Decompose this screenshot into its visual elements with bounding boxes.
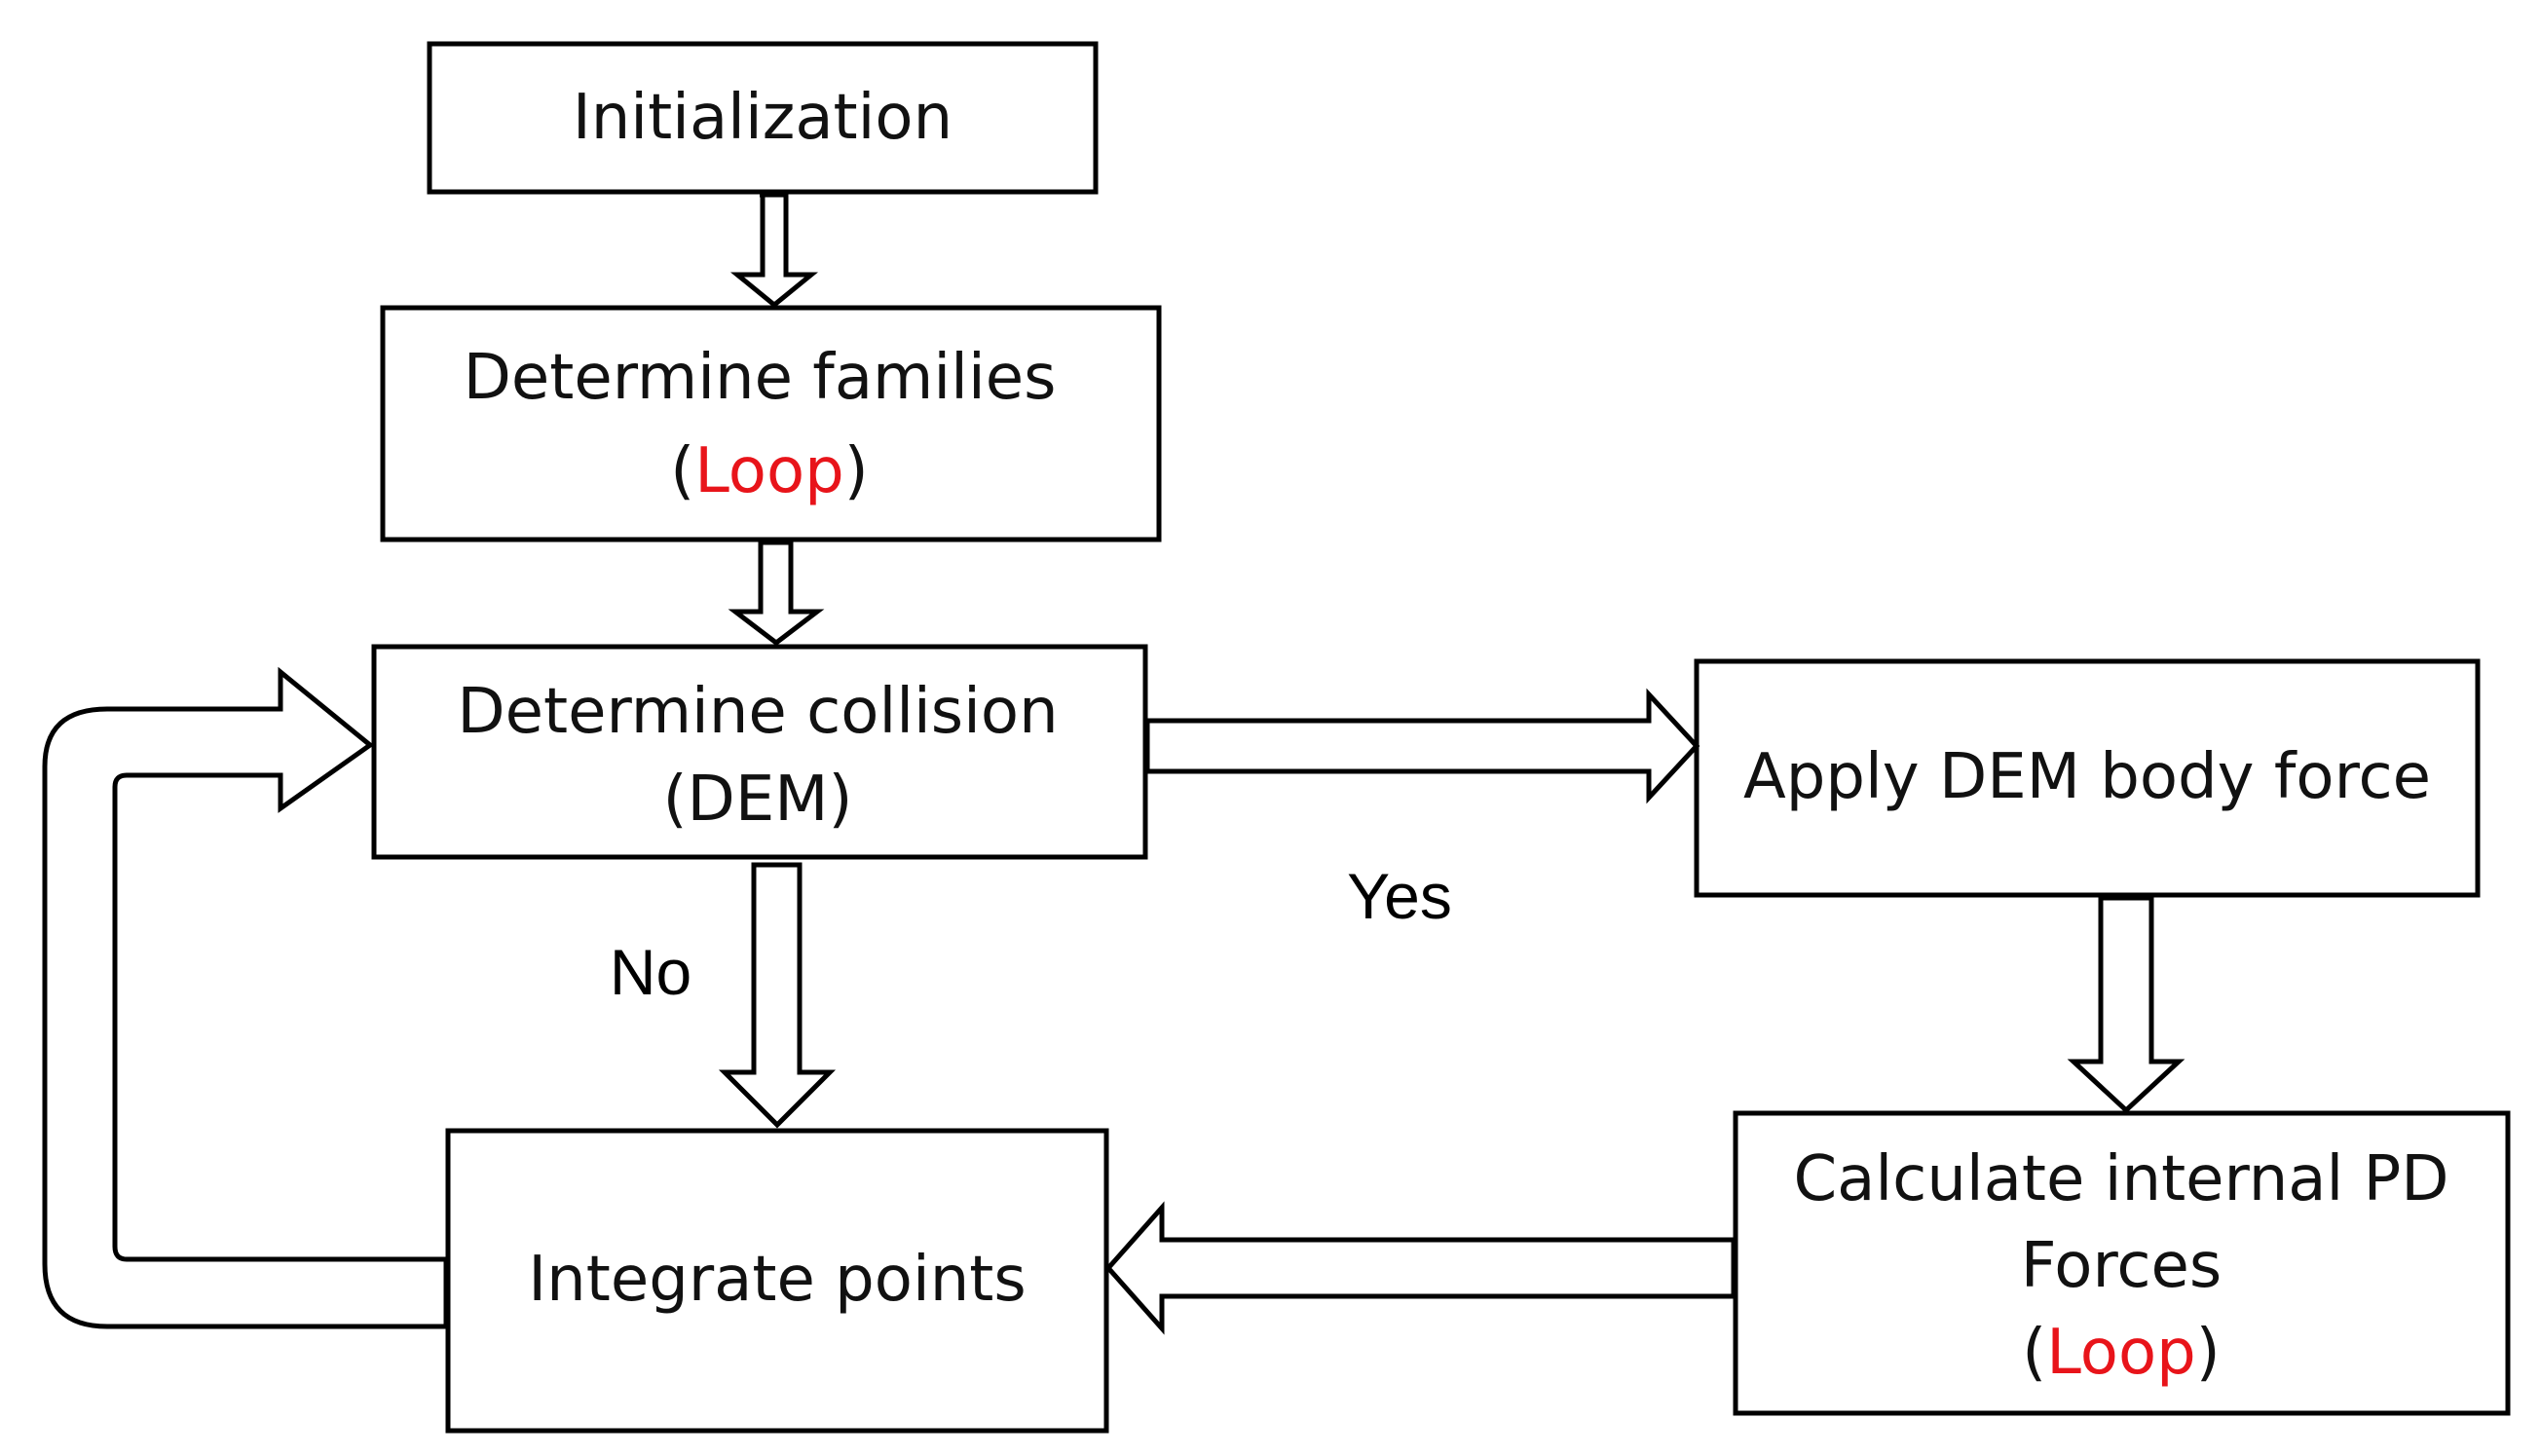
node-initialization: Initialization bbox=[427, 41, 1099, 195]
loop-highlight: Loop bbox=[2046, 1317, 2195, 1389]
edge-label-no: No bbox=[610, 936, 691, 1008]
edge-label-yes: Yes bbox=[1347, 860, 1452, 932]
node-calculate-pd-label: Calculate internal PD bbox=[1793, 1143, 2448, 1215]
node-integrate-points: Integrate points bbox=[445, 1128, 1109, 1434]
node-determine-collision-label: Determine collision bbox=[457, 676, 1058, 748]
node-determine-collision: Determine collision (DEM) bbox=[371, 644, 1148, 860]
node-determine-families-label: Determine families bbox=[464, 342, 1057, 414]
arrow-apply-dem-to-calculate-pd bbox=[2067, 895, 2185, 1114]
arrow-families-to-collision bbox=[728, 540, 825, 647]
node-initialization-label: Initialization bbox=[573, 82, 952, 154]
arrow-collision-to-integrate bbox=[718, 862, 837, 1129]
node-apply-dem-label: Apply DEM body force bbox=[1743, 741, 2431, 813]
arrow-init-to-families bbox=[729, 192, 819, 309]
node-integrate-points-label: Integrate points bbox=[528, 1244, 1026, 1316]
arrow-calculate-pd-to-integrate bbox=[1104, 1201, 1737, 1335]
arrow-collision-to-apply-dem bbox=[1144, 688, 1700, 804]
node-calculate-pd-loop: (Loop) bbox=[2022, 1317, 2220, 1389]
node-determine-collision-dem: (DEM) bbox=[663, 764, 853, 836]
node-calculate-pd-forces: Forces bbox=[2021, 1230, 2222, 1302]
node-determine-families: Determine families (Loop) bbox=[380, 305, 1162, 542]
node-calculate-internal-pd-forces: Calculate internal PD Forces (Loop) bbox=[1733, 1110, 2511, 1416]
node-determine-families-loop: (Loop) bbox=[670, 435, 868, 507]
arrow-integrate-to-collision-loop bbox=[42, 666, 449, 1329]
loop-highlight: Loop bbox=[694, 435, 843, 507]
node-apply-dem-body-force: Apply DEM body force bbox=[1694, 658, 2481, 898]
